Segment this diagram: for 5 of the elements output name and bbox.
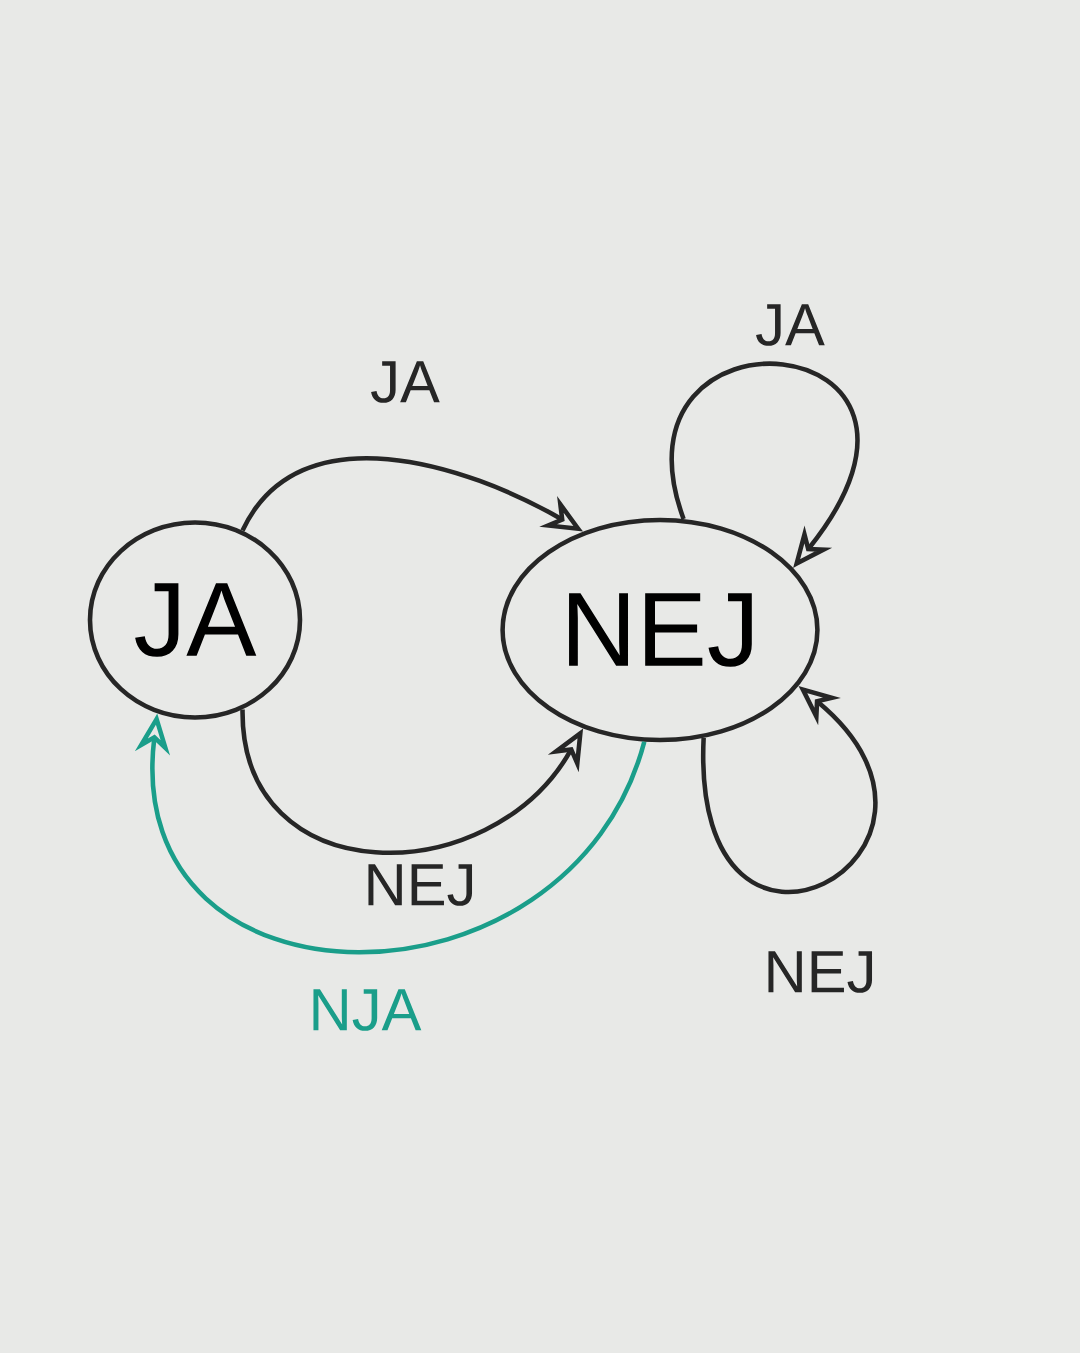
edge-label: JA [756,304,825,346]
edge-label: NEJ [368,864,472,906]
edge-label: JA [371,361,440,403]
edge-label: NJA [313,989,422,1031]
edge-label: NEJ [768,951,872,993]
